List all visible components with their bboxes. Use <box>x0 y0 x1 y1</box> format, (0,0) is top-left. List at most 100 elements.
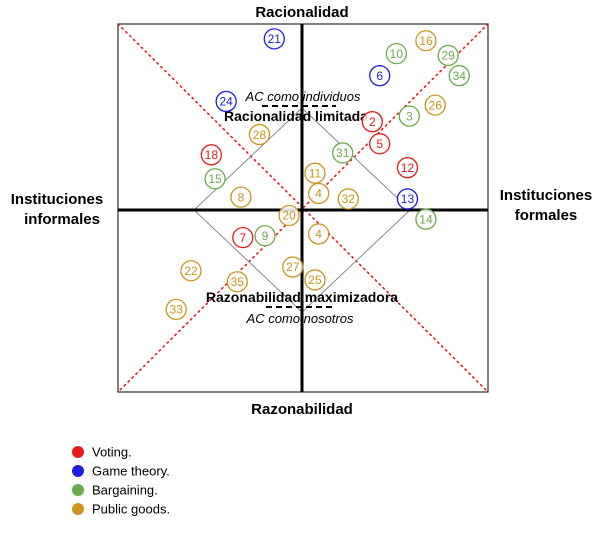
point-16: 16 <box>415 30 437 52</box>
point-marker <box>415 208 437 230</box>
point-marker <box>226 271 248 293</box>
point-label: 4 <box>315 227 322 241</box>
point-33: 33 <box>165 298 187 321</box>
point-marker <box>332 142 354 164</box>
point-label: 24 <box>219 95 233 109</box>
legend-dot-bargaining <box>72 484 84 496</box>
point-13: 13 <box>396 188 419 210</box>
point-label: 31 <box>336 146 350 160</box>
point-label: 13 <box>401 192 415 206</box>
point-24: 24 <box>215 90 237 113</box>
point-10: 10 <box>385 42 408 65</box>
lower-zone-subtitle: AC como nosotros <box>246 311 354 326</box>
point-marker <box>282 256 304 278</box>
point-label: 15 <box>208 172 222 186</box>
point-marker <box>204 168 226 190</box>
point-marker <box>165 298 187 321</box>
point-4: 4 <box>307 223 330 245</box>
point-marker <box>396 157 419 179</box>
point-label: 29 <box>441 49 455 63</box>
point-11: 11 <box>304 162 326 184</box>
point-label: 14 <box>419 212 433 226</box>
point-marker <box>215 90 237 113</box>
point-label: 8 <box>238 190 245 204</box>
point-marker <box>415 30 437 52</box>
lower-zone-title: Razonabilidad maximizadora <box>206 289 398 305</box>
point-marker <box>278 204 300 227</box>
legend-dot-game-theory <box>72 465 84 477</box>
point-18: 18 <box>200 144 223 166</box>
point-20: 20 <box>278 204 300 227</box>
point-label: 4 <box>315 187 322 201</box>
point-marker <box>361 111 383 133</box>
point-3: 3 <box>398 105 420 127</box>
point-label: 2 <box>369 115 376 129</box>
legend-dot-voting <box>72 446 84 458</box>
point-label: 10 <box>390 47 404 61</box>
point-26: 26 <box>424 94 446 116</box>
point-label: 26 <box>429 98 443 112</box>
point-label: 34 <box>453 69 467 83</box>
point-15: 15 <box>204 168 226 190</box>
axis-title-left-line2: informales <box>24 211 100 228</box>
legend: Voting. Game theory. Bargaining. Public goo… <box>72 445 170 517</box>
point-label: 33 <box>170 303 184 317</box>
point-label: 20 <box>282 209 296 223</box>
point-marker <box>369 65 391 87</box>
point-label: 11 <box>309 166 322 180</box>
point-27: 27 <box>282 256 304 278</box>
point-marker <box>230 186 252 208</box>
point-label: 25 <box>308 273 322 287</box>
legend-label-voting: Voting. <box>92 445 132 460</box>
point-marker <box>424 94 446 116</box>
point-marker <box>437 44 459 67</box>
point-label: 3 <box>406 109 413 123</box>
point-label: 12 <box>401 161 415 175</box>
point-label: 6 <box>376 69 383 83</box>
point-marker <box>307 223 330 245</box>
axis-title-right-line2: formales <box>515 207 578 224</box>
point-2: 2 <box>361 111 383 133</box>
point-marker <box>396 188 419 210</box>
legend-label-public-goods: Public goods. <box>92 502 170 517</box>
diagonal-line-1 <box>117 23 489 393</box>
axis-title-right-line1: Instituciones <box>500 187 593 204</box>
upper-zone-title: Racionalidad limitada <box>224 108 368 124</box>
point-marker <box>398 105 420 127</box>
axis-title-top: Racionalidad <box>255 4 348 21</box>
point-9: 9 <box>254 225 276 247</box>
legend-label-bargaining: Bargaining. <box>92 483 158 498</box>
upper-zone-subtitle: AC como individuos <box>245 89 361 104</box>
point-label: 5 <box>376 137 383 151</box>
point-label: 9 <box>262 229 269 243</box>
point-22: 22 <box>180 260 202 282</box>
point-4: 4 <box>307 182 330 205</box>
point-34: 34 <box>448 65 470 87</box>
legend-label-game-theory: Game theory. <box>92 464 170 479</box>
point-12: 12 <box>396 157 419 179</box>
point-marker <box>304 269 326 291</box>
point-6: 6 <box>369 65 391 87</box>
point-29: 29 <box>437 44 459 67</box>
point-marker <box>304 162 326 184</box>
point-label: 16 <box>419 34 433 48</box>
point-marker <box>448 65 470 87</box>
point-marker <box>337 188 359 210</box>
point-marker <box>254 225 276 247</box>
point-25: 25 <box>304 269 326 291</box>
point-28: 28 <box>248 123 271 146</box>
point-marker <box>232 226 254 249</box>
point-marker <box>307 182 330 205</box>
point-marker <box>200 144 223 166</box>
point-label: 27 <box>286 260 300 274</box>
point-21: 21 <box>263 28 285 50</box>
axis-title-bottom: Razonabilidad <box>251 401 353 418</box>
point-14: 14 <box>415 208 437 230</box>
point-7: 7 <box>232 226 254 249</box>
point-marker <box>248 123 271 146</box>
point-8: 8 <box>230 186 252 208</box>
point-label: 22 <box>184 264 198 278</box>
point-31: 31 <box>332 142 354 164</box>
point-marker <box>369 133 391 155</box>
